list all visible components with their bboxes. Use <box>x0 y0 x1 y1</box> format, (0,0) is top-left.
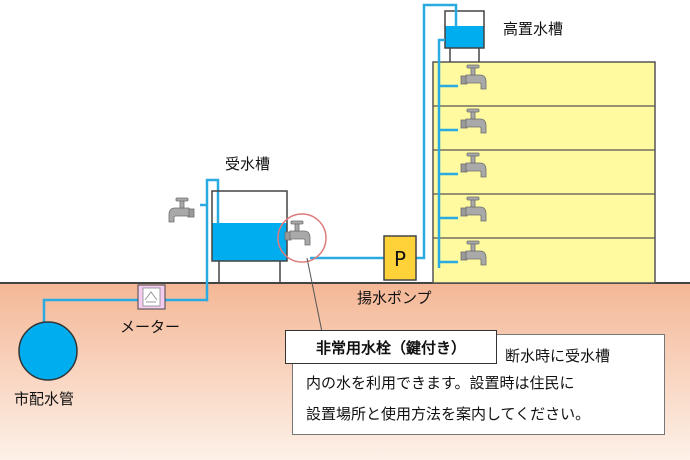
pipe-pump-to-elevated-tank <box>416 3 458 260</box>
meter-label: メーター <box>120 318 180 336</box>
highlight-circle <box>277 213 327 263</box>
elevated-tank-label: 高置水槽 <box>503 20 563 38</box>
callout-text-line-1: 断水時に受水槽 <box>505 347 611 365</box>
pump-label: 揚水ポンプ <box>357 289 432 307</box>
building <box>432 61 656 284</box>
pipe-meter-to-tank <box>165 178 220 302</box>
callout-text-line-3: 設置場所と使用方法を案内してください。 <box>306 405 591 423</box>
callout-leader-line <box>306 257 323 333</box>
elevated-tank <box>444 10 485 62</box>
pipe-main-to-meter <box>42 298 140 332</box>
receiving-tank <box>211 190 288 283</box>
pipes <box>42 3 458 332</box>
city-main-pipe <box>18 321 78 381</box>
emergency-faucet-icon <box>284 220 311 246</box>
pump-letter: P <box>394 247 406 271</box>
callout-title: 非常用水栓（鍵付き） <box>285 330 497 364</box>
receiving-tank-label: 受水槽 <box>225 155 270 173</box>
pipe-riser-down <box>437 38 445 268</box>
meter-icon <box>137 284 166 310</box>
city-main-label: 市配水管 <box>14 390 74 408</box>
pump: P <box>383 235 417 281</box>
callout-text-line-2: 内の水を利用できます。設置時は住民に <box>306 374 575 392</box>
faucet-icon <box>168 197 195 223</box>
